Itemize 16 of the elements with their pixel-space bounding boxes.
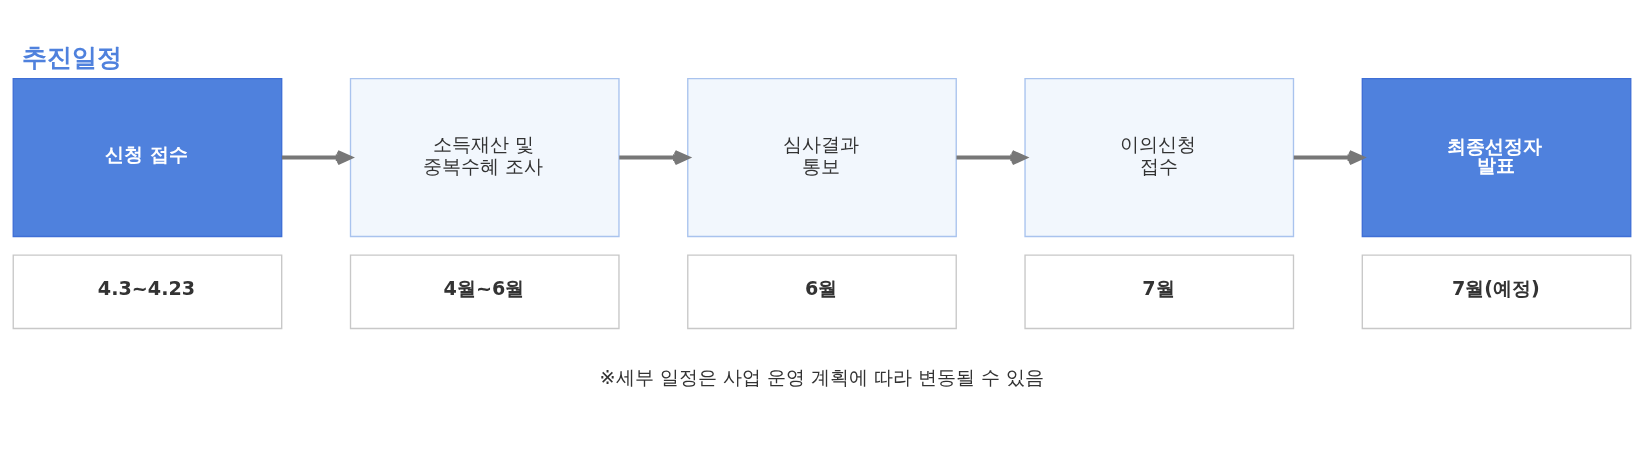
node-box: 6월: [687, 253, 957, 329]
node-box: 7월: [1024, 253, 1295, 329]
node-box: 심사결과 통보: [687, 77, 957, 237]
node-box: 소득재산 및 중복수혜 조사: [349, 77, 620, 237]
node-box: 최종선정자 발표: [1361, 77, 1632, 237]
arrow: [1293, 149, 1364, 165]
node-box: 7월(예정): [1361, 253, 1632, 329]
arrow: [956, 149, 1027, 165]
label: ※세부 일정은 사업 운영 계획에 따라 변동될 수 있음: [599, 365, 1045, 389]
node-box: 4.3~4.23: [12, 253, 283, 329]
arrow: [619, 149, 690, 165]
diagram-title: 추진일정: [22, 42, 123, 72]
node-box: 4월~6월: [349, 253, 620, 329]
node-box: 신청 접수: [12, 77, 283, 237]
arrow: [281, 149, 353, 165]
node-box: 이의신청 접수: [1024, 77, 1295, 237]
